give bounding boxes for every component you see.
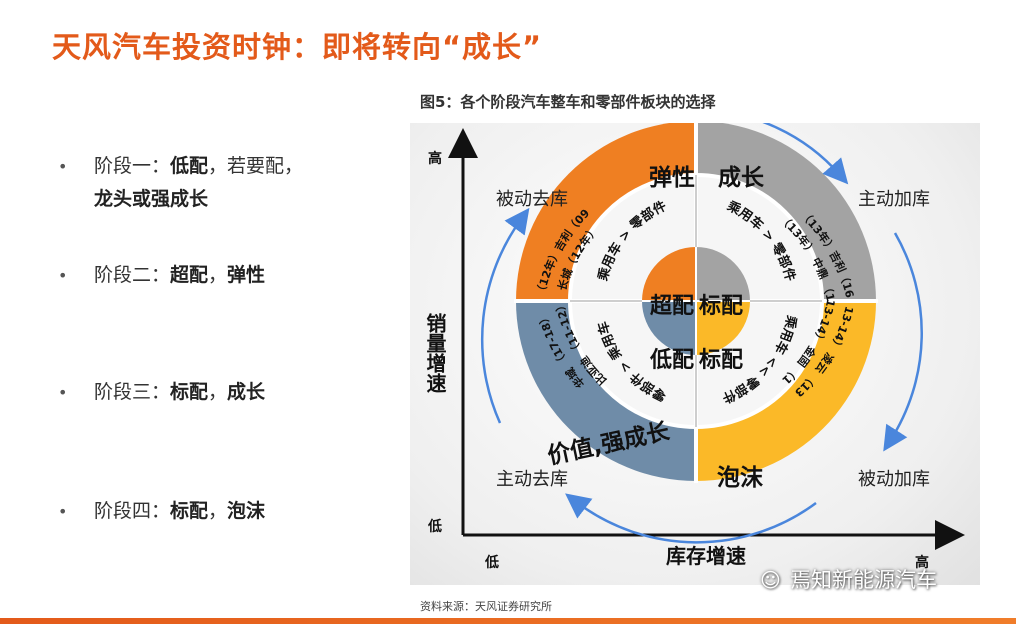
core-top-right <box>696 247 750 301</box>
outer-label-top-right: 成长 <box>718 165 765 191</box>
y-axis-low-label: 低 <box>427 518 442 535</box>
bullet-dot-icon: • <box>58 266 68 285</box>
bullet-item-1: • 阶段一：低配，若要配，龙头或强成长 <box>58 150 303 216</box>
cycle-arrow-top <box>762 123 849 185</box>
core-label-top-left: 超配 <box>650 294 694 319</box>
cycle-arrow-right <box>883 232 923 452</box>
core-bottom-right <box>696 301 750 355</box>
corner-label-bottom-right: 被动加库 <box>858 469 930 490</box>
wechat-icon: ☺ <box>760 568 781 592</box>
core-top-left <box>642 247 696 301</box>
x-axis-high-label: 高 <box>915 554 929 571</box>
y-axis-high-label: 高 <box>428 150 442 167</box>
x-axis-low-label: 低 <box>484 554 499 571</box>
core-label-bottom-left: 低配 <box>649 348 694 373</box>
bullet-item-4: • 阶段四：标配，泡沫 <box>58 495 265 528</box>
watermark: ☺焉知新能源汽车 <box>760 568 937 592</box>
core-label-bottom-right: 标配 <box>699 347 743 373</box>
corner-label-top-left: 被动去库 <box>496 189 568 210</box>
core-bottom-left <box>642 301 696 355</box>
bullet-dot-icon: • <box>58 157 68 176</box>
outer-label-top-left: 弹性 <box>649 165 695 191</box>
bottom-accent-bar <box>0 618 1016 624</box>
cycle-arrow-left <box>480 207 530 424</box>
cycle-arrow-bottom <box>565 493 817 544</box>
bullet-item-3: • 阶段三：标配，成长 <box>58 376 265 409</box>
figure-caption: 图5：各个阶段汽车整车和零部件板块的选择 <box>420 93 716 111</box>
investment-clock-figure: 超配 标配 低配 标配 乘用车 > 零部件 乘用车 > 零部件 零部件 > 乘用… <box>410 123 980 585</box>
corner-label-bottom-left: 主动去库 <box>496 469 568 490</box>
page-title: 天风汽车投资时钟：即将转向“成长” <box>52 30 543 64</box>
bullet-dot-icon: • <box>58 383 68 402</box>
source-note: 资料来源：天风证券研究所 <box>420 600 552 613</box>
corner-label-top-right: 主动加库 <box>858 189 930 210</box>
investment-clock-diagram: 超配 标配 低配 标配 乘用车 > 零部件 乘用车 > 零部件 零部件 > 乘用… <box>410 123 965 571</box>
core-label-top-right: 标配 <box>699 293 743 319</box>
outer-label-bottom-right: 泡沫 <box>717 464 764 491</box>
bullet-dot-icon: • <box>58 502 68 521</box>
y-axis-title: 销量增速 <box>423 312 447 394</box>
bullet-item-2: • 阶段二：超配，弹性 <box>58 259 265 292</box>
x-axis-title: 库存增速 <box>666 544 746 568</box>
